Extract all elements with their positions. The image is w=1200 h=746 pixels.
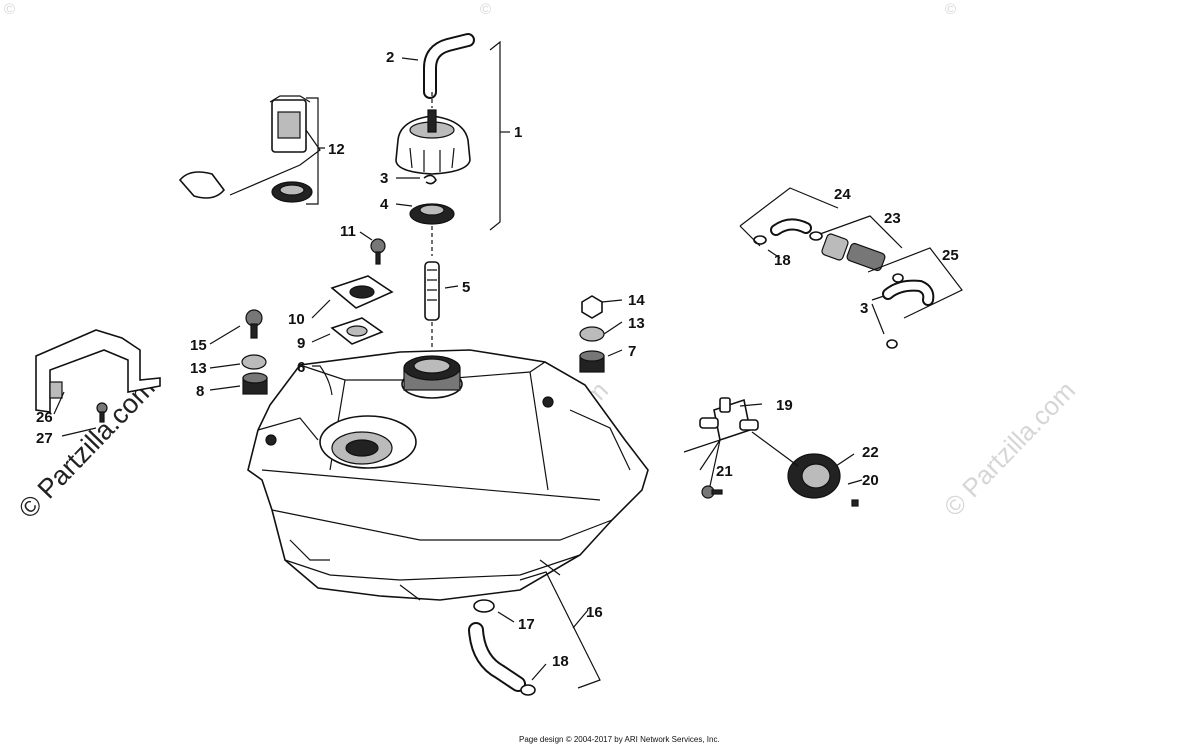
callout-18-bottom: 18 bbox=[552, 653, 569, 670]
callout-4: 4 bbox=[380, 196, 389, 213]
callout-14: 14 bbox=[628, 292, 645, 309]
callout-7: 7 bbox=[628, 343, 636, 360]
callout-21: 21 bbox=[716, 463, 733, 480]
fuel-tank bbox=[247, 349, 649, 601]
callout-9: 9 bbox=[297, 335, 305, 352]
callout-8: 8 bbox=[196, 383, 204, 400]
callout-26: 26 bbox=[36, 409, 53, 426]
watermark-left: © Partzilla.com bbox=[13, 372, 161, 524]
callout-27: 27 bbox=[36, 430, 53, 447]
callout-6: 6 bbox=[297, 359, 305, 376]
watermark-top-right: © bbox=[945, 1, 956, 18]
leader-lines bbox=[53, 40, 963, 689]
callout-labels: 1 2 3 4 5 6 7 8 9 10 11 12 13 13 14 15 1… bbox=[36, 49, 959, 670]
callout-24: 24 bbox=[834, 186, 851, 203]
fuel-pump-assembly bbox=[178, 95, 321, 203]
fuel-cap-assembly bbox=[395, 33, 475, 350]
callout-20: 20 bbox=[862, 472, 879, 489]
callout-18-right: 18 bbox=[774, 252, 791, 269]
callout-19: 19 bbox=[776, 397, 793, 414]
page-footer: Page design © 2004-2017 by ARI Network S… bbox=[519, 735, 720, 744]
callout-17: 17 bbox=[518, 616, 535, 633]
callout-12: 12 bbox=[328, 141, 345, 158]
callout-16: 16 bbox=[586, 604, 603, 621]
callout-10: 10 bbox=[288, 311, 305, 328]
hose-assembly bbox=[468, 599, 536, 696]
callout-3-right: 3 bbox=[860, 300, 868, 317]
callout-23: 23 bbox=[884, 210, 901, 227]
callout-1: 1 bbox=[514, 124, 522, 141]
hardware-parts bbox=[35, 238, 605, 423]
callout-5: 5 bbox=[462, 279, 470, 296]
watermark-top-center: © bbox=[480, 1, 491, 18]
callout-2: 2 bbox=[386, 49, 394, 66]
callout-13-left: 13 bbox=[190, 360, 207, 377]
callout-25: 25 bbox=[942, 247, 959, 264]
watermark-right: © Partzilla.com bbox=[938, 375, 1081, 522]
callout-22: 22 bbox=[862, 444, 879, 461]
callout-11: 11 bbox=[340, 223, 356, 240]
fuel-valve-components bbox=[699, 218, 935, 507]
watermark-top-left: © bbox=[4, 1, 15, 18]
callout-3-top: 3 bbox=[380, 170, 388, 187]
callout-13-right: 13 bbox=[628, 315, 645, 332]
callout-15: 15 bbox=[190, 337, 207, 354]
